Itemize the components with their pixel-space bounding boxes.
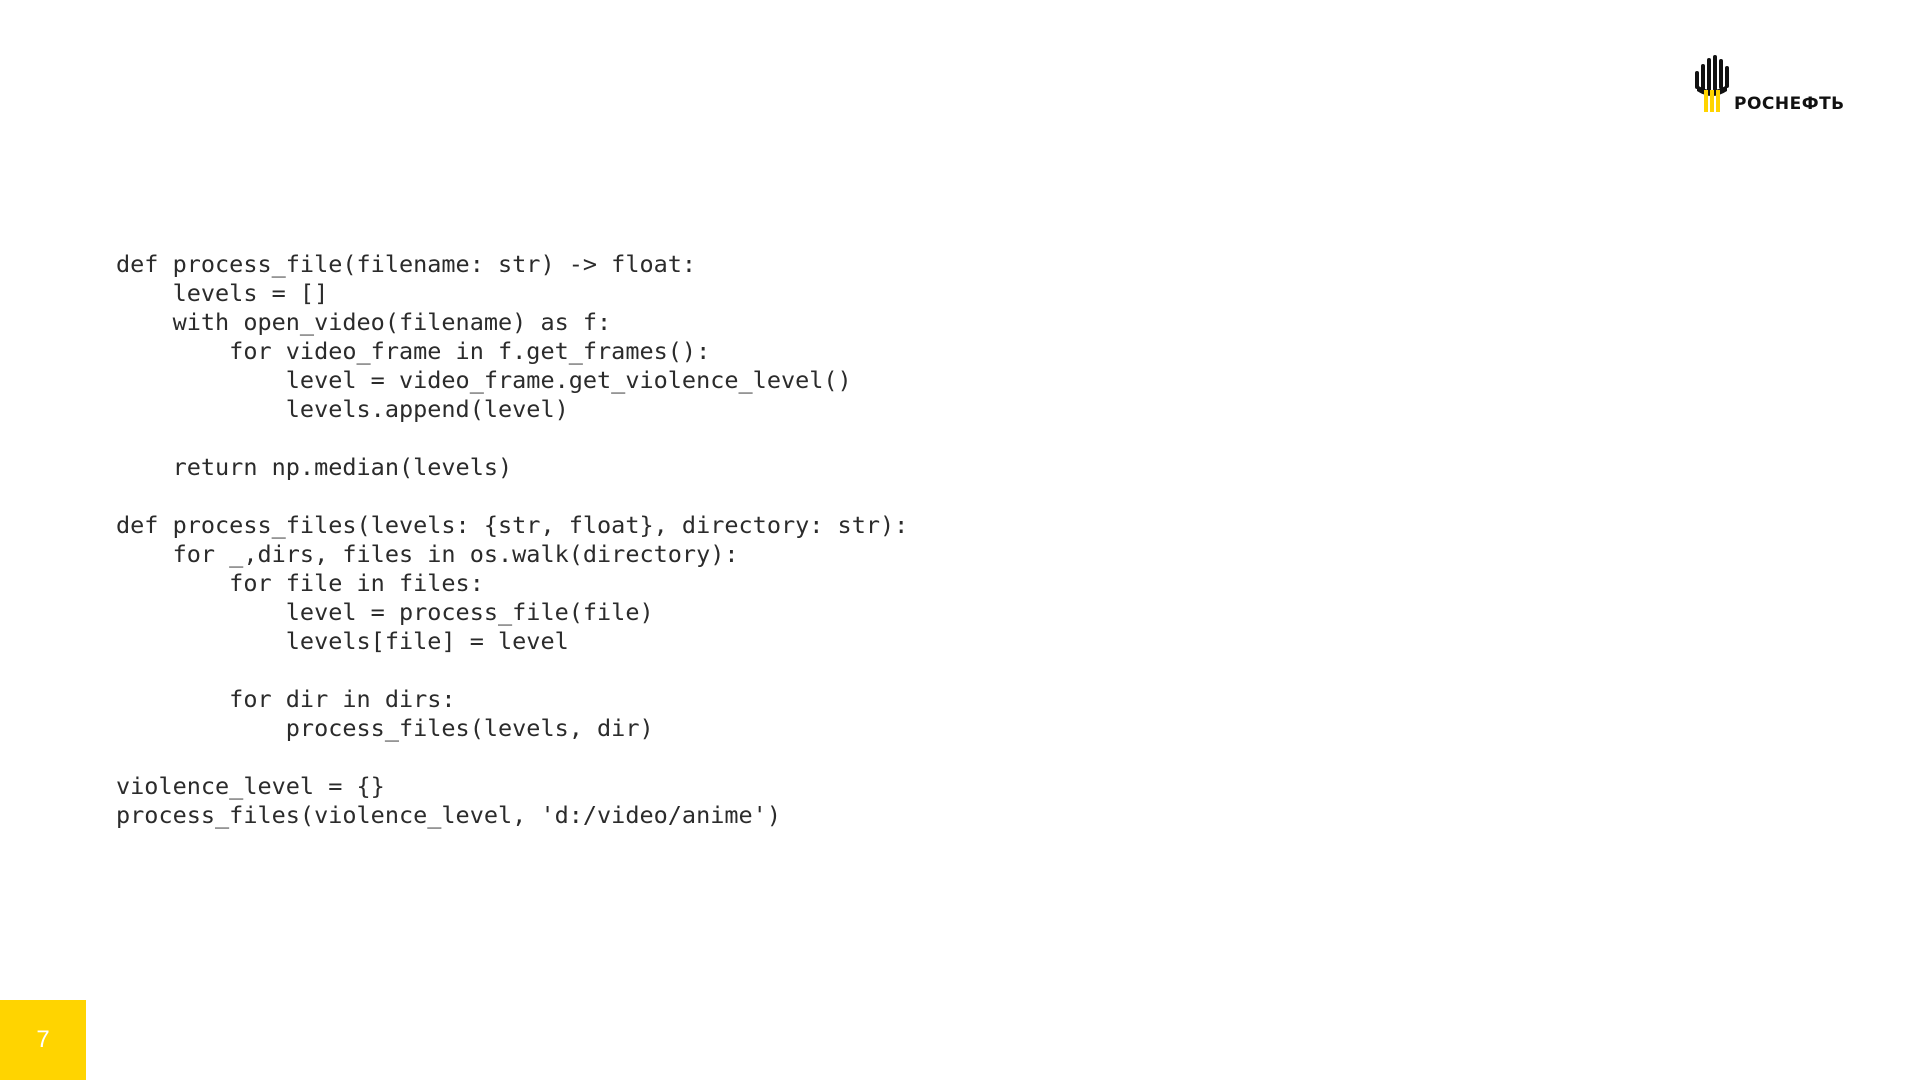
code-line: process_files(violence_level, 'd:/video/…: [116, 801, 781, 829]
code-line: levels[file] = level: [116, 627, 569, 655]
code-line: return np.median(levels): [116, 453, 513, 481]
code-line: def process_file(filename: str) -> float…: [116, 250, 697, 278]
code-line: level = process_file(file): [116, 598, 654, 626]
code-line: def process_files(levels: {str, float}, …: [116, 511, 909, 539]
code-line: level = video_frame.get_violence_level(): [116, 366, 852, 394]
company-logo: РОСНЕФТЬ: [1694, 55, 1864, 117]
code-line: levels = []: [116, 279, 329, 307]
code-line: levels.append(level): [116, 395, 569, 423]
logo-wordmark: РОСНЕФТЬ: [1734, 94, 1845, 114]
code-line: [116, 743, 908, 772]
page-number-badge: 7: [0, 1000, 86, 1080]
code-line: for file in files:: [116, 569, 484, 597]
code-line: [116, 424, 908, 453]
code-line: [116, 482, 908, 511]
code-line: for _,dirs, files in os.walk(directory):: [116, 540, 739, 568]
code-snippet: def process_file(filename: str) -> float…: [116, 250, 908, 830]
code-line: process_files(levels, dir): [116, 714, 654, 742]
rosneft-logo-icon: [1695, 55, 1729, 112]
code-line: violence_level = {}: [116, 772, 385, 800]
page-number: 7: [36, 1026, 50, 1053]
code-line: for dir in dirs:: [116, 685, 456, 713]
code-line: for video_frame in f.get_frames():: [116, 337, 711, 365]
code-line: [116, 656, 908, 685]
code-line: with open_video(filename) as f:: [116, 308, 612, 336]
